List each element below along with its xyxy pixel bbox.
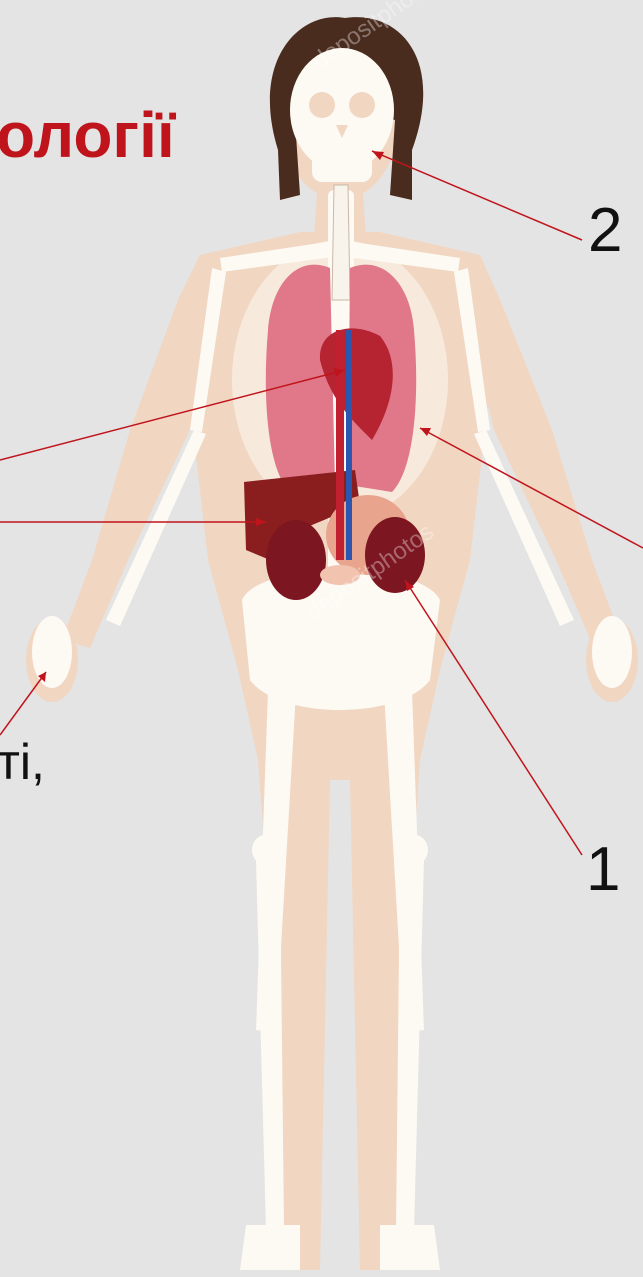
vena-cava	[346, 330, 352, 560]
left-foot	[240, 1225, 300, 1270]
right-tibia	[396, 860, 424, 1230]
left-tibia	[256, 860, 284, 1230]
skeleton	[32, 48, 632, 1270]
jaw	[312, 150, 372, 182]
right-hand	[592, 616, 632, 688]
leader-line-hand	[0, 672, 46, 735]
trachea	[332, 185, 350, 300]
leader-line-kidney	[405, 580, 582, 855]
right-foot	[380, 1225, 440, 1270]
left-lung	[266, 265, 335, 492]
left-kidney	[266, 520, 326, 600]
callout-number-1: 1	[586, 834, 620, 905]
title-fragment: ології	[0, 98, 175, 172]
text-fragment: ті,	[0, 733, 45, 791]
aorta	[336, 330, 344, 560]
callout-number-2: 2	[588, 195, 622, 266]
left-hand	[32, 616, 72, 688]
